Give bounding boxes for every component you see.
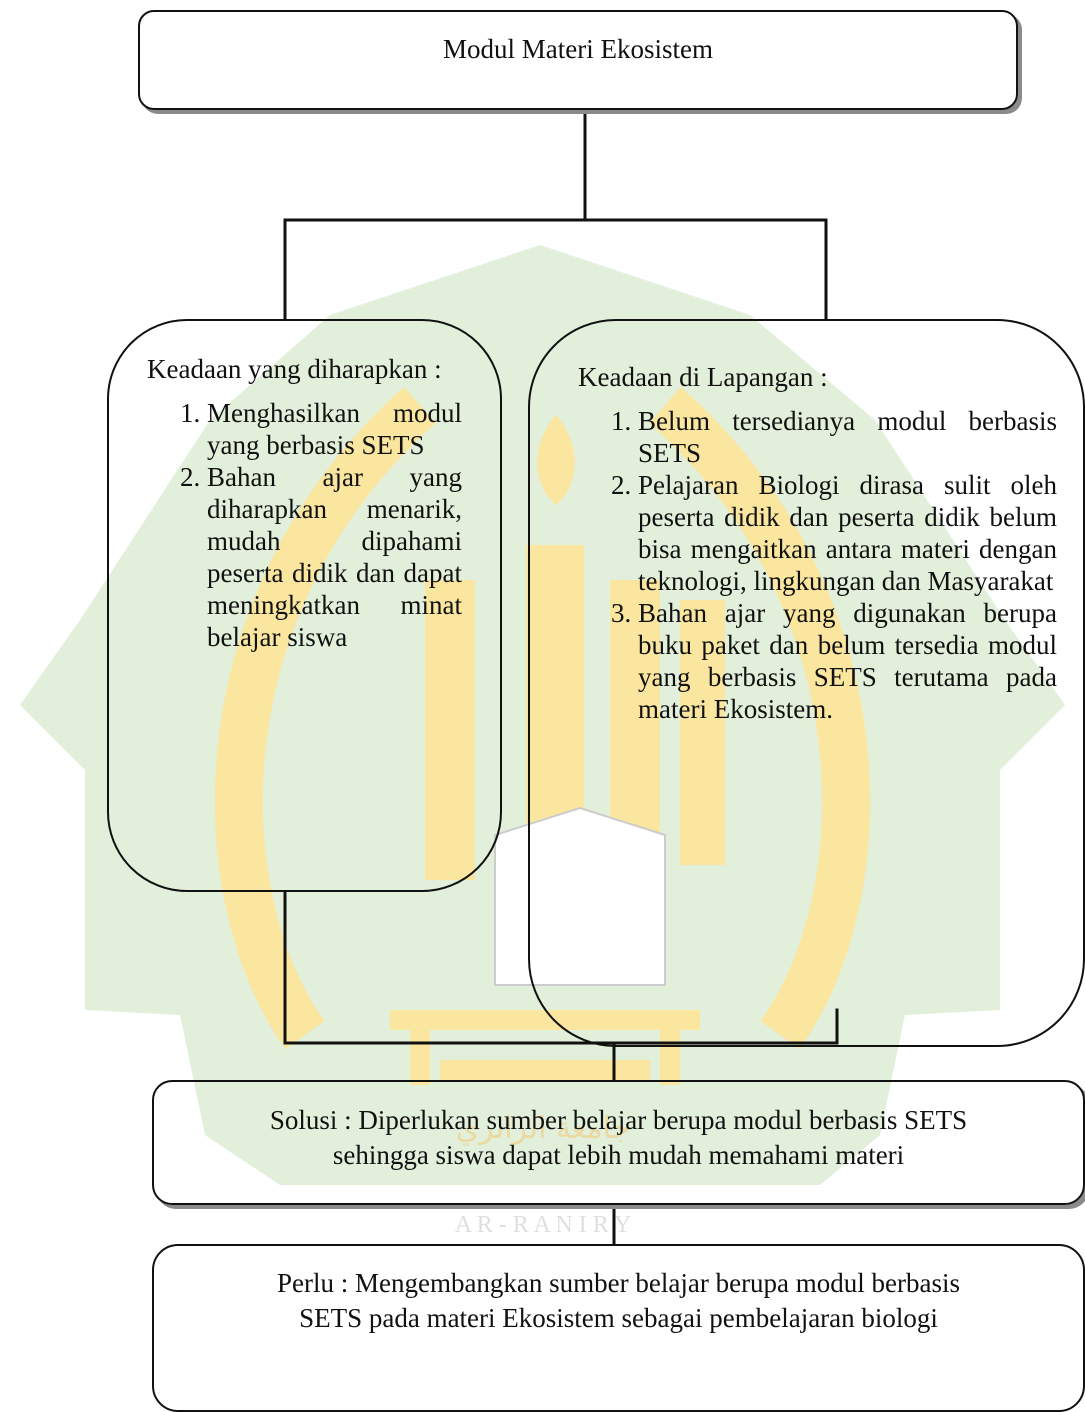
watermark-letter-n-right — [680, 600, 725, 865]
expected-condition-item: Bahan ajar yang diharapkan menarik, muda… — [207, 461, 462, 653]
watermark-gate-icon — [390, 1010, 700, 1085]
watermark-arabic-text: جامعة الرانري — [456, 1111, 631, 1146]
solution-text-line: Solusi : Diperlukan sumber belajar berup… — [269, 1105, 968, 1135]
field-condition-item: Belum tersedianya modul berbasis SETS — [638, 405, 1057, 469]
field-condition-box: Keadaan di Lapangan : Belum tersedianya … — [528, 319, 1085, 1047]
expected-condition-heading: Keadaan yang diharapkan : — [147, 354, 442, 384]
need-text-line: Perlu : Mengembangkan sumber belajar ber… — [276, 1268, 961, 1298]
field-condition-item: Bahan ajar yang digunakan berupa buku pa… — [638, 597, 1057, 725]
expected-condition-list: Menghasilkan modul yang berbasis SETS Ba… — [147, 397, 462, 653]
watermark-letter-i — [526, 545, 584, 830]
field-condition-list: Belum tersedianya modul berbasis SETS Pe… — [578, 405, 1057, 725]
watermark-flame-icon — [537, 415, 575, 505]
module-title-box: Modul Materi Ekosistem — [138, 10, 1018, 110]
watermark-yellow-arc — [215, 387, 436, 1049]
solution-text-line: sehingga siswa dapat lebih mudah memaham… — [332, 1140, 905, 1170]
watermark-yellow-arc — [649, 387, 870, 1049]
need-text-line: SETS pada materi Ekosistem sebagai pembe… — [299, 1303, 938, 1333]
watermark-kaaba-icon — [494, 806, 666, 986]
field-condition-heading: Keadaan di Lapangan : — [578, 362, 828, 392]
solution-box: Solusi : Diperlukan sumber belajar berup… — [152, 1080, 1085, 1205]
need-box: Perlu : Mengembangkan sumber belajar ber… — [152, 1244, 1085, 1412]
watermark-subtitle: A R - R A N I R Y — [455, 1212, 631, 1238]
expected-condition-item: Menghasilkan modul yang berbasis SETS — [207, 397, 462, 461]
expected-condition-box: Keadaan yang diharapkan : Menghasilkan m… — [107, 319, 502, 892]
module-title: Modul Materi Ekosistem — [443, 34, 713, 64]
field-condition-item: Pelajaran Biologi dirasa sulit oleh pese… — [638, 469, 1057, 597]
